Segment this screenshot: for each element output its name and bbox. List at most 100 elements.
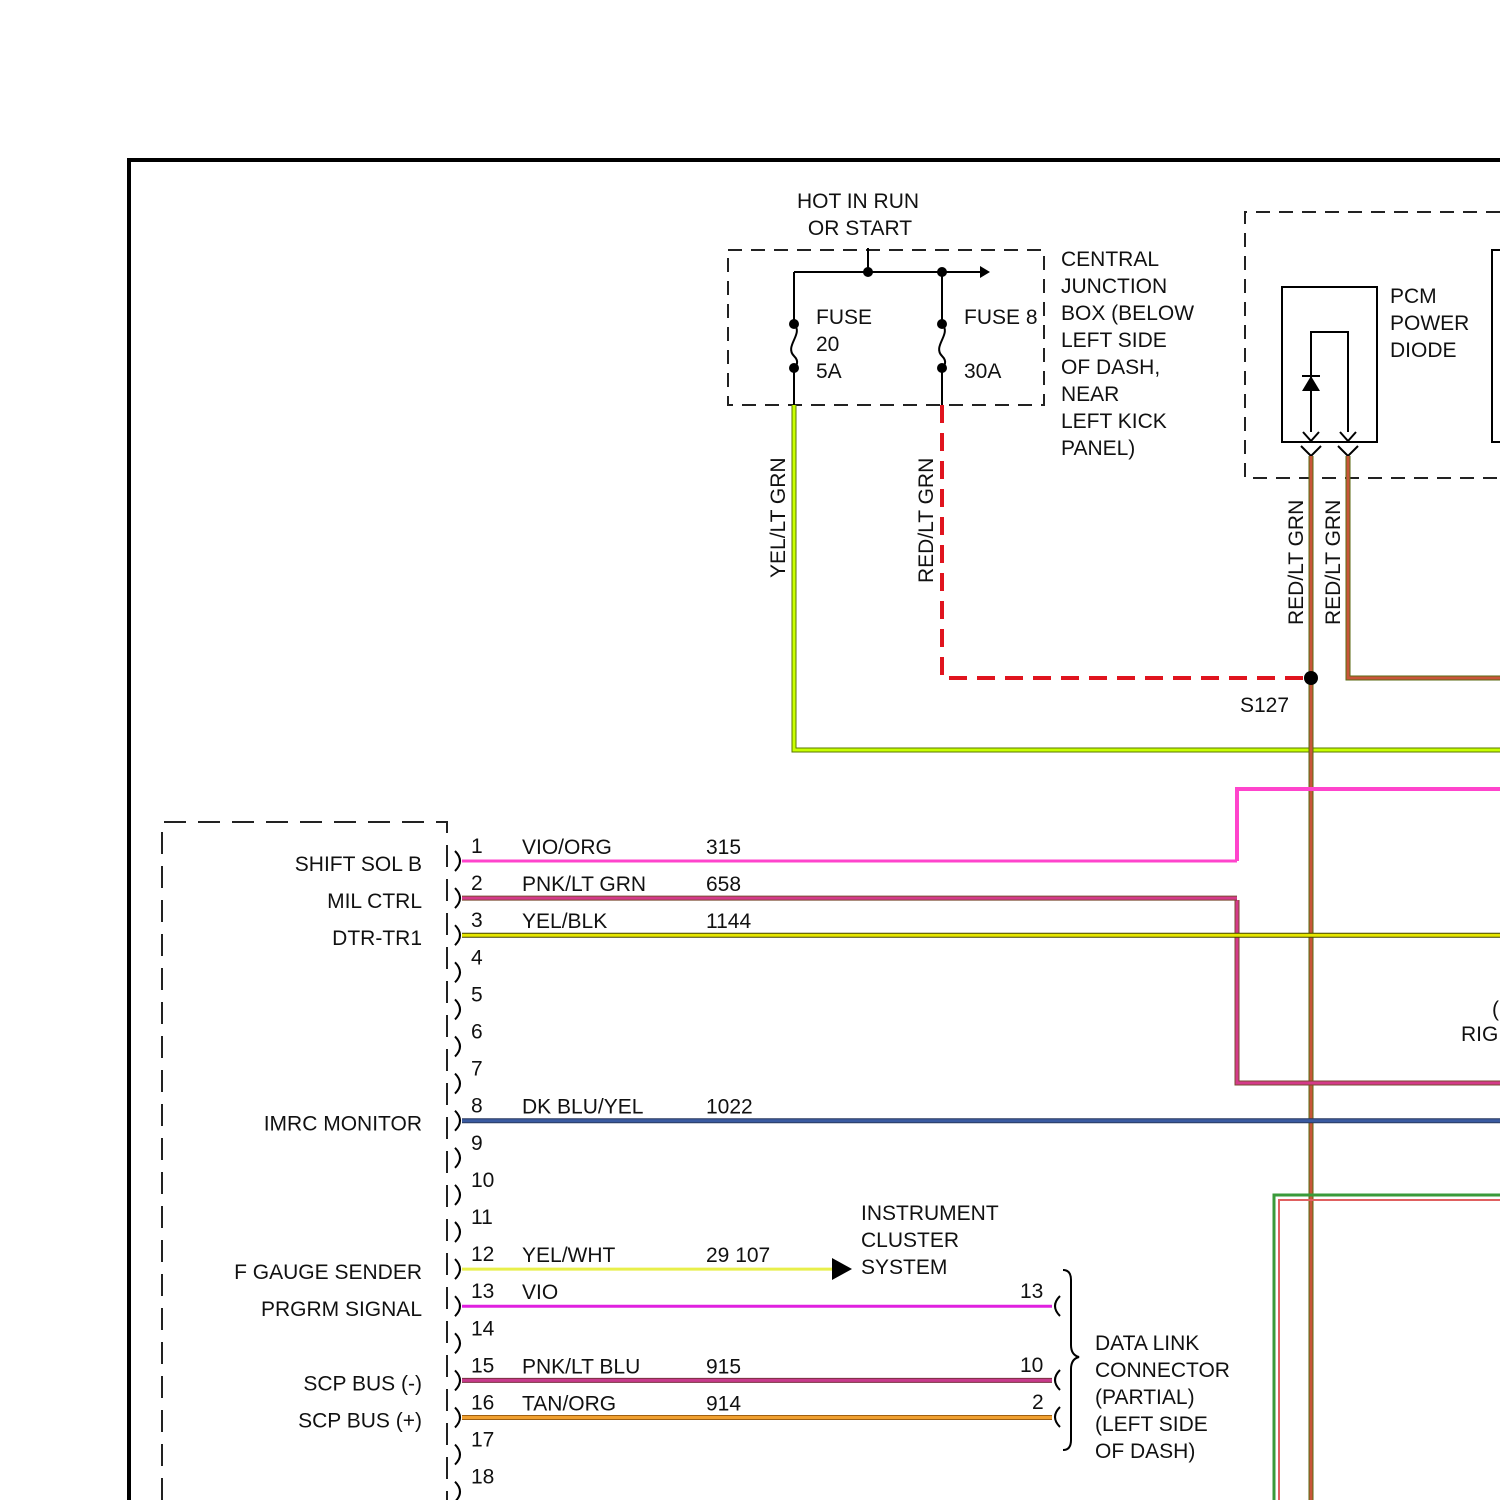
fuse-20-rating: 5A: [816, 360, 842, 383]
fuse-8-symbol: [937, 319, 947, 405]
svg-text:CENTRAL: CENTRAL: [1061, 248, 1159, 271]
svg-text:LEFT KICK: LEFT KICK: [1061, 410, 1167, 433]
pin-number: 3: [471, 909, 483, 932]
pin-connector-icon: [455, 888, 460, 908]
fuse-20-name: FUSE: [816, 306, 872, 329]
wire-color-label: DK BLU/YEL: [522, 1096, 643, 1119]
circuit-number: 1022: [706, 1096, 753, 1119]
wire-yel-lt-grn-color: [794, 405, 1500, 750]
pcm-pin-row: 4: [455, 946, 483, 982]
pin-number: 2: [471, 872, 483, 895]
pin-number: 4: [471, 946, 483, 969]
fuse-8-name: FUSE 8: [964, 306, 1038, 329]
pin-signal-label: MIL CTRL: [327, 890, 422, 913]
svg-text:LEFT SIDE: LEFT SIDE: [1061, 329, 1167, 352]
dlc-brace: [1063, 1270, 1079, 1450]
svg-text:PANEL): PANEL): [1061, 437, 1135, 460]
circuit-number: 658: [706, 873, 741, 896]
pin-connector-icon: [455, 1222, 460, 1242]
svg-text:DATA LINK: DATA LINK: [1095, 1332, 1199, 1355]
pin-connector-icon: [455, 1370, 460, 1390]
pin-number: 12: [471, 1243, 494, 1266]
svg-text:JUNCTION: JUNCTION: [1061, 275, 1167, 298]
power-label-line2: OR START: [808, 217, 912, 240]
circuit-number: 1144: [706, 910, 751, 933]
pcm-pin-row: 17: [455, 1429, 494, 1465]
wire-label-red-lt-grn-fuse8: RED/LT GRN: [915, 458, 938, 583]
svg-text:OF DASH): OF DASH): [1095, 1440, 1195, 1463]
pin-number: 17: [471, 1429, 494, 1452]
dlc-pin-10: 10: [1020, 1354, 1060, 1390]
wire-green-right: [1274, 1195, 1500, 1500]
pin-signal-label: SHIFT SOL B: [295, 853, 422, 876]
diode-connector-icon: [1301, 446, 1358, 456]
svg-text:INSTRUMENT: INSTRUMENT: [861, 1202, 999, 1225]
pin-signal-label: DTR-TR1: [332, 927, 422, 950]
instrument-cluster-label: INSTRUMENT CLUSTER SYSTEM: [861, 1202, 999, 1279]
wire-color-label: VIO/ORG: [522, 836, 612, 859]
pin-number: 10: [471, 1169, 494, 1192]
pcm-module-outline: [162, 822, 447, 1500]
dlc-pin-2: 2: [1032, 1391, 1060, 1427]
svg-text:NEAR: NEAR: [1061, 383, 1119, 406]
pin-connector-icon: [455, 1037, 460, 1057]
svg-text:CONNECTOR: CONNECTOR: [1095, 1359, 1230, 1382]
pin-connector-icon: [455, 1259, 460, 1279]
pcm-pin-row: 5: [455, 983, 483, 1019]
pin-number: 5: [471, 983, 483, 1006]
pin-connector-icon: [455, 1333, 460, 1353]
pin-number: 18: [471, 1466, 494, 1489]
bus-junction-dot: [863, 267, 873, 277]
wire-color-label: PNK/LT GRN: [522, 873, 646, 896]
pin-connector-icon: [455, 851, 460, 871]
splice-label: S127: [1240, 694, 1289, 717]
wire-yel-lt-grn: [794, 405, 1500, 750]
pin-number: 15: [471, 1354, 494, 1377]
bus-arrow-icon: [980, 266, 990, 278]
pin-number: 16: [471, 1392, 494, 1415]
power-label-line1: HOT IN RUN: [797, 190, 919, 213]
pin-connector-icon: [455, 1111, 460, 1131]
circuit-number: 315: [706, 836, 741, 859]
junction-box-label: CENTRAL JUNCTION BOX (BELOW LEFT SIDE OF…: [1061, 248, 1194, 460]
pin-connector-icon: [455, 1185, 460, 1205]
wire-pnk-lt-grn-route: [1237, 900, 1500, 1083]
pin-number: 9: [471, 1132, 483, 1155]
svg-text:POWER: POWER: [1390, 312, 1469, 335]
splice-dot: [1304, 671, 1318, 685]
pin-connector-icon: [455, 925, 460, 945]
wire-label-red-lt-grn-a: RED/LT GRN: [1285, 500, 1308, 625]
svg-text:(LEFT SIDE: (LEFT SIDE: [1095, 1413, 1208, 1436]
adjacent-component-edge: [1492, 250, 1500, 442]
svg-text:(PARTIAL): (PARTIAL): [1095, 1386, 1195, 1409]
pin-signal-label: SCP BUS (-): [303, 1372, 422, 1395]
pin-connector-icon: [455, 999, 460, 1019]
pin-signal-label: F GAUGE SENDER: [234, 1261, 422, 1284]
pin-connector-icon: [455, 1408, 460, 1428]
pin-number: 14: [471, 1317, 495, 1340]
dlc-pin-13: 13: [1020, 1280, 1060, 1316]
svg-text:OF DASH,: OF DASH,: [1061, 356, 1160, 379]
wire-vio-org-route: [1237, 789, 1500, 861]
circuit-number: 915: [706, 1355, 741, 1378]
pcm-pin-row: 9: [455, 1132, 483, 1168]
diode-component-box: [1282, 287, 1377, 442]
pcm-pin-row: 14: [455, 1317, 495, 1353]
diode-symbol: [1302, 332, 1356, 441]
pin-number: 6: [471, 1021, 483, 1044]
svg-text:CLUSTER: CLUSTER: [861, 1229, 959, 1252]
pcm-pin-row: 6: [455, 1021, 483, 1057]
pcm-pin-row: 11: [455, 1206, 493, 1242]
partial-right-rig: RIG: [1461, 1023, 1498, 1046]
pin-connector-icon: [455, 1148, 460, 1168]
partial-right-paren: (: [1492, 998, 1499, 1021]
pcm-pin-row: 7: [455, 1058, 483, 1094]
pin-signal-label: SCP BUS (+): [298, 1410, 422, 1433]
